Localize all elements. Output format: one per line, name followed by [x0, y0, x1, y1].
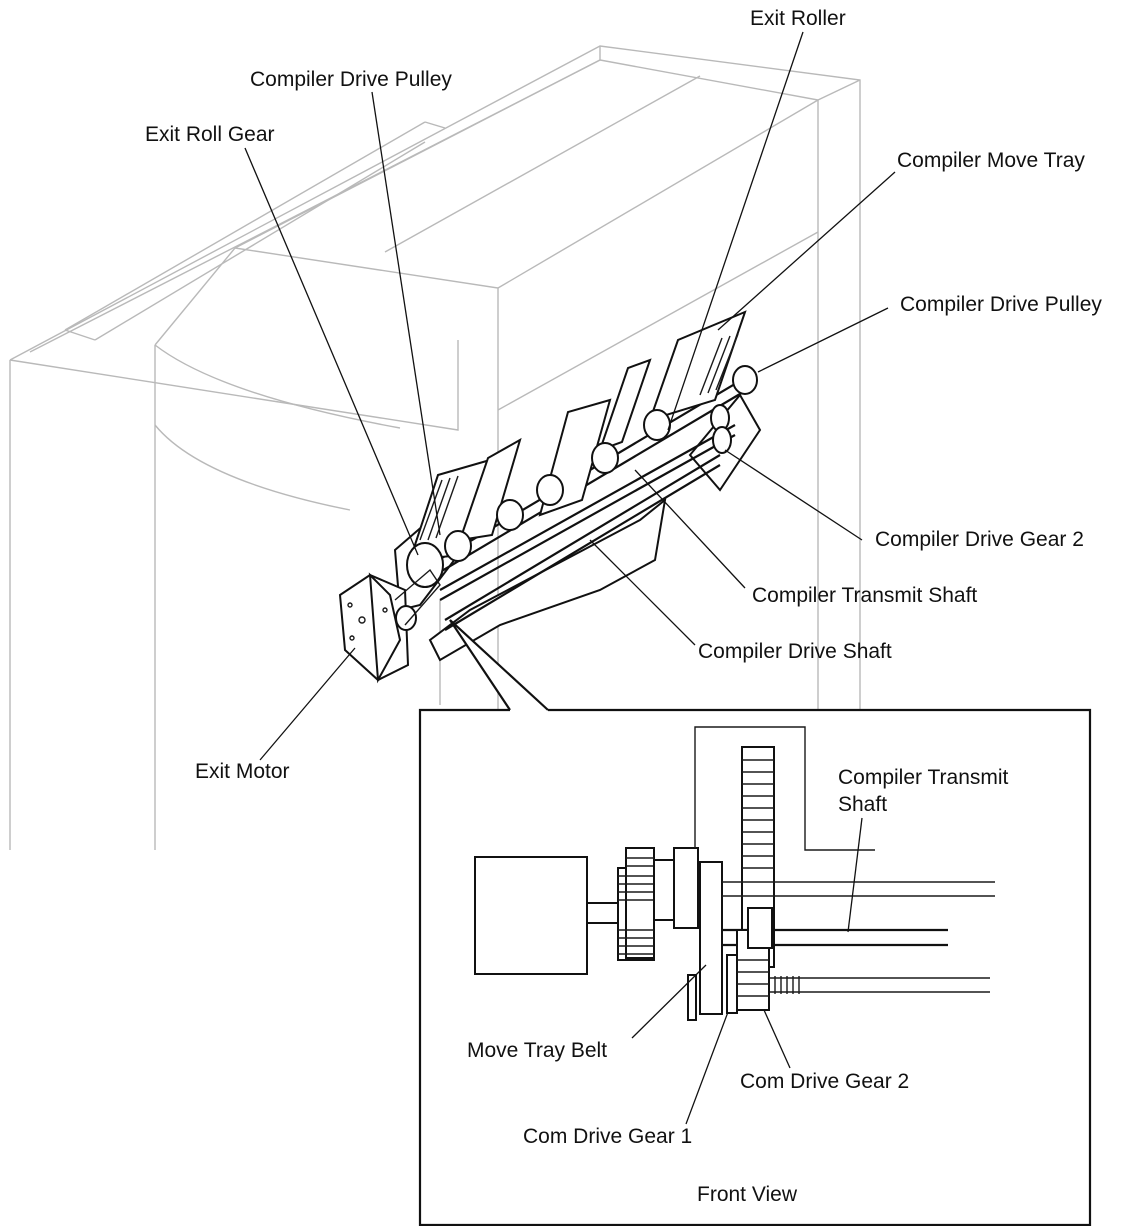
leader-compiler-drive-shaft	[589, 539, 696, 646]
inset-caption-front-view: Front View	[697, 1183, 797, 1206]
label-exit-motor: Exit Motor	[195, 760, 290, 783]
leader-exit-motor	[259, 647, 356, 761]
inset-label-com-drive-gear-1: Com Drive Gear 1	[523, 1125, 693, 1148]
compiler-assembly	[338, 310, 762, 684]
leader-compiler-drive-gear-2	[724, 449, 863, 541]
leader-inset-transmit-shaft	[847, 817, 863, 933]
inset-label-compiler-transmit-shaft: Compiler Transmit Shaft	[838, 766, 1009, 816]
inset-label-move-tray-belt: Move Tray Belt	[467, 1039, 608, 1062]
label-exit-roller: Exit Roller	[750, 7, 846, 30]
label-compiler-transmit-shaft: Compiler Transmit Shaft	[752, 584, 978, 607]
leader-compiler-transmit-shaft	[634, 469, 746, 589]
leader-exit-roller	[667, 31, 804, 431]
leader-com-drive-gear-2	[763, 1009, 791, 1069]
label-compiler-drive-pulley-top: Compiler Drive Pulley	[250, 68, 452, 91]
leader-com-drive-gear-1	[685, 1011, 729, 1125]
leader-move-tray-belt	[631, 964, 707, 1039]
label-compiler-move-tray: Compiler Move Tray	[897, 149, 1085, 172]
inset-motor	[474, 856, 588, 975]
leader-exit-roll-gear	[244, 147, 419, 556]
label-compiler-drive-shaft: Compiler Drive Shaft	[698, 640, 892, 663]
label-compiler-drive-pulley-right: Compiler Drive Pulley	[900, 293, 1102, 316]
label-exit-roll-gear: Exit Roll Gear	[145, 123, 275, 146]
main-leaders	[244, 31, 896, 761]
leader-compiler-drive-pulley-top	[371, 91, 441, 536]
leader-compiler-move-tray	[717, 171, 896, 331]
label-compiler-drive-gear-2: Compiler Drive Gear 2	[875, 528, 1084, 551]
front-view-inset	[418, 619, 1092, 1226]
leader-compiler-drive-pulley-right	[757, 307, 889, 373]
inset-label-com-drive-gear-2: Com Drive Gear 2	[740, 1070, 910, 1093]
